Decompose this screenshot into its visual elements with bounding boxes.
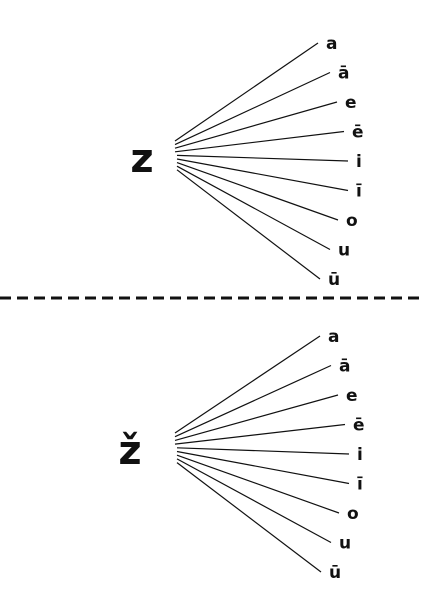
vowel-label: o [346, 211, 358, 231]
connector-line [174, 71, 331, 146]
connector-line [176, 165, 331, 251]
connector-line [176, 458, 332, 544]
connector-lines [174, 335, 350, 573]
vowel-label: ā [338, 64, 349, 84]
connector-line [176, 447, 350, 455]
connector-line [176, 162, 339, 221]
vowel-label: ī [357, 475, 363, 495]
vowel-label: ā [339, 357, 350, 377]
connector-line [174, 130, 345, 153]
consonant-label: z [130, 136, 153, 182]
connector-line [174, 42, 319, 142]
vowel-label: ē [352, 123, 364, 143]
vowel-label: i [356, 152, 362, 172]
vowel-label: ī [356, 182, 362, 202]
connector-line [174, 394, 339, 441]
consonant-label: ž [118, 428, 141, 474]
connector-line [176, 158, 349, 192]
vowel-label: e [345, 93, 357, 113]
vowel-label: o [347, 504, 359, 524]
connector-line [176, 450, 350, 485]
connector-line [174, 423, 346, 445]
vowel-label: a [328, 327, 339, 347]
connector-line [176, 454, 340, 514]
connector-line [174, 335, 321, 434]
connector-line [176, 154, 349, 162]
vowel-label: ū [329, 563, 341, 583]
vowel-label: ē [353, 416, 365, 436]
vowel-label: ū [328, 270, 340, 290]
connector-line [176, 462, 322, 573]
connector-line [174, 101, 338, 149]
connector-lines [174, 42, 349, 280]
connector-line [176, 169, 321, 280]
connector-line [174, 364, 332, 438]
vowel-label: i [357, 445, 363, 465]
vowel-label: u [338, 241, 350, 261]
vowel-label: u [339, 534, 351, 554]
vowel-label: e [346, 386, 358, 406]
vowel-label: a [326, 34, 337, 54]
